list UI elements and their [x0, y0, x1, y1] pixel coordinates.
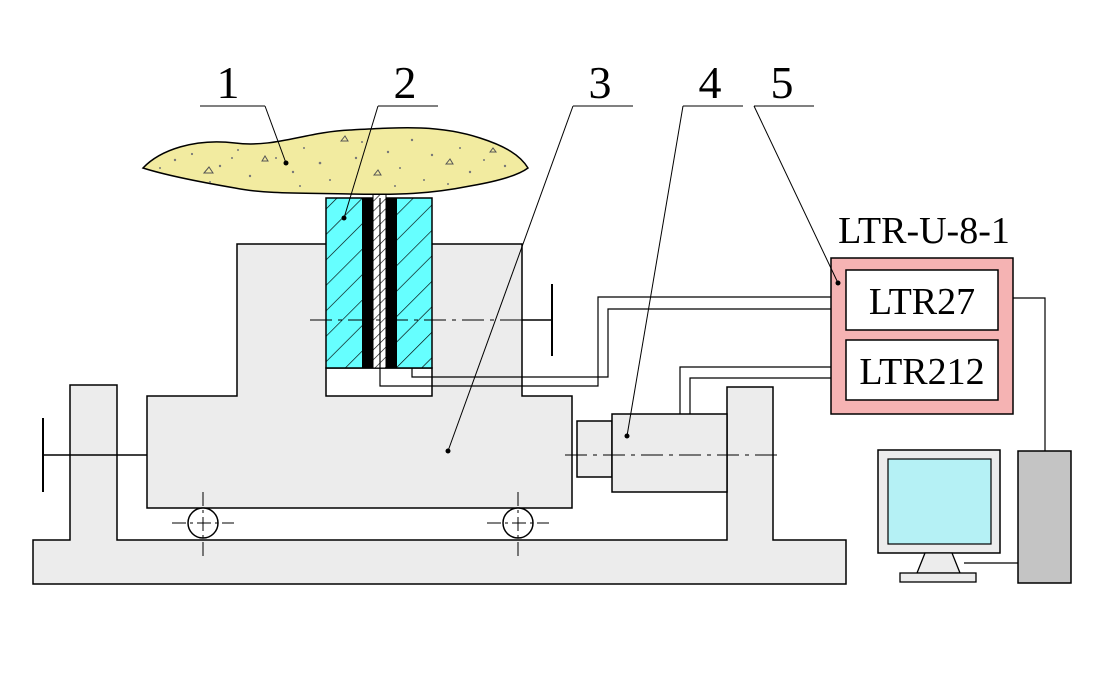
- ltr-crate: LTR27 LTR212: [830, 257, 1014, 415]
- computer: [877, 449, 1072, 584]
- callout-5: 5: [771, 57, 794, 108]
- callout-2: 2: [394, 57, 417, 108]
- monitor-base: [899, 572, 977, 583]
- signal-wires: [379, 198, 1046, 564]
- wheel-right: [487, 492, 549, 556]
- callout-4: 4: [699, 57, 722, 108]
- callout-1: 1: [217, 57, 240, 108]
- left-screw: [42, 418, 147, 492]
- ltr212-module: [845, 339, 999, 401]
- sensor-unit: [565, 413, 780, 493]
- right-screw: [522, 284, 553, 356]
- rock-mass: [141, 127, 529, 196]
- sample-holder: [325, 179, 433, 369]
- base-frame: [32, 384, 847, 585]
- sample-slot: [325, 367, 433, 397]
- monitor-stand: [916, 552, 961, 574]
- callout-dots: [283, 160, 841, 454]
- wheel-left: [172, 492, 234, 556]
- system-unit: [1017, 450, 1072, 584]
- monitor-screen: [887, 458, 992, 545]
- ltr27-module: [845, 269, 999, 331]
- callout-3: 3: [589, 57, 612, 108]
- ltr27-label: LTR27: [869, 281, 975, 323]
- ltr212-label: LTR212: [859, 351, 984, 393]
- callout-leaders: [200, 105, 839, 452]
- crate-title: LTR-U-8-1: [838, 210, 1010, 252]
